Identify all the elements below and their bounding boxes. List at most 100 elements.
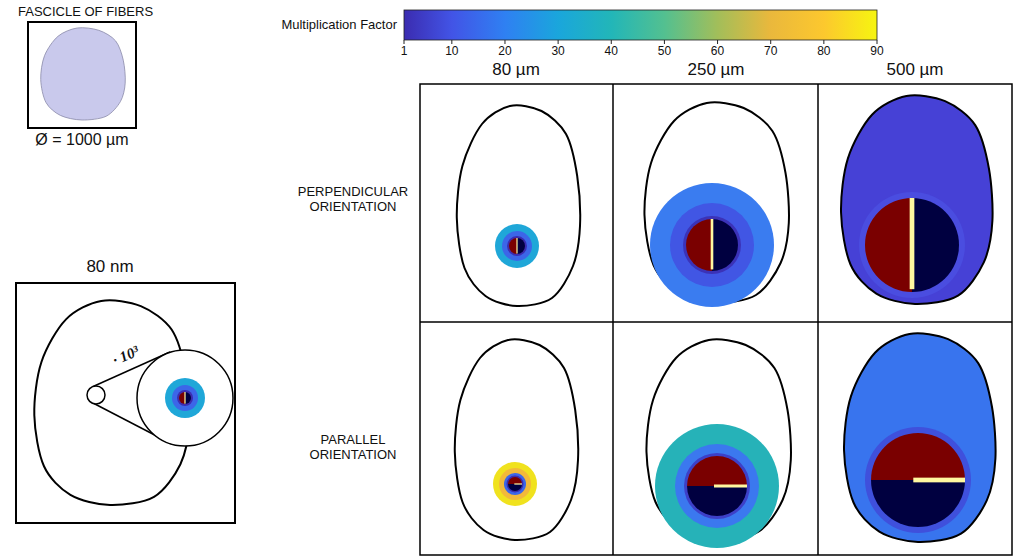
panel-frame xyxy=(28,22,136,128)
row-label: PARALLEL ORIENTATION xyxy=(291,433,416,463)
colorbar-tick xyxy=(877,40,878,44)
panel-title: FASCICLE OF FIBERS xyxy=(18,5,153,20)
positive-half xyxy=(508,477,522,484)
dipole-sphere xyxy=(865,198,959,292)
colorbar-tick-label: 80 xyxy=(817,45,830,59)
fascicle-outline xyxy=(841,95,993,304)
colorbar-tick xyxy=(770,40,771,44)
negative-half xyxy=(912,198,959,292)
colorbar xyxy=(404,10,877,40)
factor-ring xyxy=(859,192,965,298)
fascicle-cell xyxy=(841,95,993,304)
colorbar-tick xyxy=(611,40,612,44)
fascicle-cell xyxy=(844,333,996,542)
factor-ring xyxy=(172,385,198,411)
factor-ring xyxy=(675,444,759,528)
colorbar-tick xyxy=(504,40,505,44)
column-header: 80 µm xyxy=(492,60,540,80)
grid-line xyxy=(420,321,1012,323)
row-label: PERPENDICULAR ORIENTATION xyxy=(291,185,416,215)
fascicle-cell xyxy=(455,339,578,540)
factor-ring xyxy=(507,476,524,493)
fascicle-outline xyxy=(455,339,578,540)
colorbar-tick-label: 70 xyxy=(764,45,777,59)
scale-heading: 80 nm xyxy=(86,257,133,277)
dipole-sphere xyxy=(871,433,965,527)
positive-half xyxy=(509,238,517,254)
dipole-sphere xyxy=(508,477,522,491)
negative-half xyxy=(687,486,747,516)
positive-half xyxy=(871,433,965,480)
negative-half xyxy=(508,484,522,491)
result-grid xyxy=(420,84,1012,555)
fascicle-shape xyxy=(41,28,126,120)
panel-frame xyxy=(16,283,235,523)
electrode-bar xyxy=(514,483,522,484)
colorbar-tick xyxy=(404,40,405,44)
electrode-bar xyxy=(711,219,714,269)
grid-line xyxy=(612,84,614,555)
fascicle-cell xyxy=(457,105,580,306)
colorbar-tick-label: 20 xyxy=(498,45,511,59)
factor-ring xyxy=(507,236,527,256)
dipole-sphere xyxy=(686,219,738,271)
factor-ring xyxy=(684,453,750,519)
negative-half xyxy=(517,238,525,254)
factor-ring xyxy=(495,224,539,268)
column-header: 500 µm xyxy=(886,60,943,80)
electrode-bar xyxy=(516,238,517,254)
colorbar-tick xyxy=(717,40,718,44)
factor-ring xyxy=(165,378,205,418)
negative-half xyxy=(871,480,965,527)
colorbar-tick-label: 90 xyxy=(870,45,883,59)
electrode-bar xyxy=(913,478,965,483)
colorbar-tick xyxy=(664,40,665,44)
negative-half xyxy=(185,392,191,404)
positive-half xyxy=(686,219,712,271)
factor-ring xyxy=(865,427,971,533)
zoom-source xyxy=(87,386,105,404)
factor-ring xyxy=(493,462,537,506)
negative-half xyxy=(712,219,738,271)
zoom-inset xyxy=(137,350,233,446)
factor-ring xyxy=(504,473,526,495)
factor-ring xyxy=(683,216,741,274)
positive-half xyxy=(179,392,185,404)
factor-ring xyxy=(650,183,774,307)
fascicle-outline xyxy=(844,333,996,542)
grid-line xyxy=(817,84,819,555)
colorbar-tick-label: 10 xyxy=(445,45,458,59)
column-header: 250 µm xyxy=(687,60,744,80)
factor-ring xyxy=(655,424,779,548)
figure-panel: FASCICLE OF FIBERS Ø = 1000 µm xyxy=(8,0,158,156)
diameter-label: Ø = 1000 µm xyxy=(35,131,128,149)
colorbar-tick-label: 60 xyxy=(711,45,724,59)
factor-ring xyxy=(499,468,531,500)
electrode-bar xyxy=(910,198,915,289)
dipole-sphere xyxy=(509,238,525,254)
dipole-sphere xyxy=(179,392,191,404)
electrode-bar xyxy=(714,485,747,488)
fascicle-cell xyxy=(644,102,789,307)
colorbar-tick xyxy=(451,40,452,44)
figure-panel: 80 nm xyxy=(10,255,242,530)
colorbar-tick-label: 30 xyxy=(551,45,564,59)
fascicle-outline xyxy=(457,105,580,306)
colorbar-tick-label: 50 xyxy=(658,45,671,59)
colorbar-tick xyxy=(558,40,559,44)
factor-ring xyxy=(502,231,532,261)
factor-ring xyxy=(670,203,754,287)
colorbar-title: Multiplication Factor xyxy=(281,18,397,33)
positive-half xyxy=(687,456,747,486)
panel-drawing xyxy=(10,255,242,530)
colorbar-tick-label: 40 xyxy=(605,45,618,59)
grid-frame xyxy=(420,84,1012,555)
factor-ring xyxy=(177,390,193,406)
fascicle-cell xyxy=(646,339,791,548)
dipole-sphere xyxy=(687,456,747,516)
positive-half xyxy=(865,198,912,292)
colorbar-tick xyxy=(823,40,824,44)
electrode-bar xyxy=(184,392,185,404)
colorbar-tick-label: 1 xyxy=(401,45,408,59)
